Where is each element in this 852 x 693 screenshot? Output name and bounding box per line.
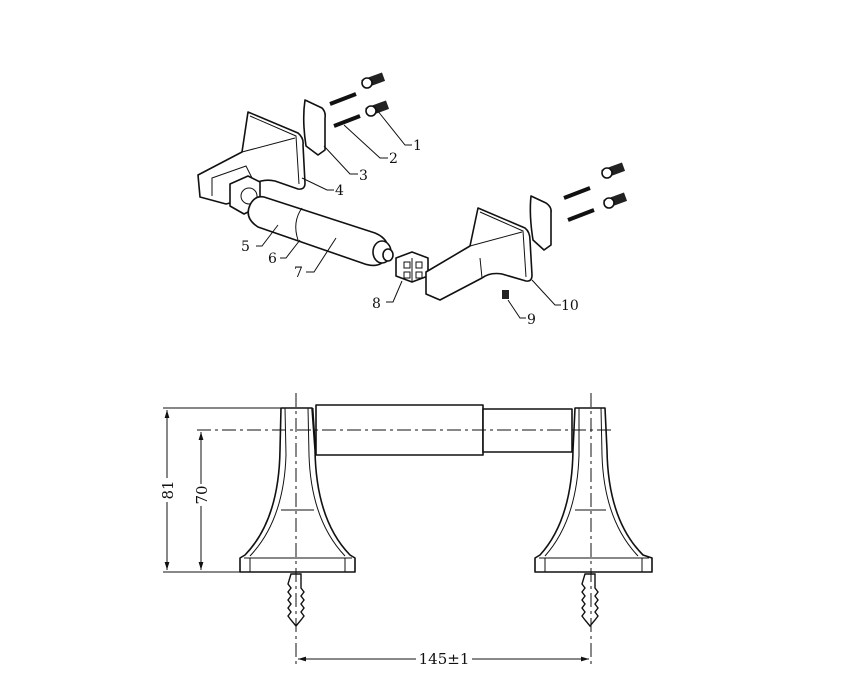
part-label-4: 4 [335, 183, 344, 199]
dimension-mount-spacing: 145±1 [419, 650, 470, 668]
set-screw [502, 290, 509, 299]
part-label-8: 8 [372, 296, 381, 312]
dimension-axis-height: 70 [193, 485, 211, 504]
part-label-10: 10 [561, 298, 579, 314]
part-label-7: 7 [294, 265, 303, 281]
left-mounting-plate [302, 99, 326, 156]
left-bracket [197, 111, 306, 215]
left-screws [329, 72, 390, 128]
part-label-5: 5 [241, 239, 250, 255]
dimension-lines [163, 407, 589, 662]
left-post [239, 407, 356, 573]
dimension-overall-height: 81 [159, 480, 177, 499]
right-screws [563, 162, 628, 222]
exploded-view: 1 2 3 4 5 6 7 8 9 10 [197, 72, 628, 328]
mounting-screws [287, 573, 599, 628]
right-mounting-plate [529, 195, 552, 251]
part-label-6: 6 [268, 251, 277, 267]
right-bracket [425, 207, 533, 301]
roller-assembly [247, 195, 394, 267]
part-label-1: 1 [413, 138, 422, 154]
part-label-9: 9 [527, 312, 536, 328]
part-labels: 1 2 3 4 5 6 7 8 9 10 [241, 138, 579, 328]
right-post [534, 407, 653, 573]
part-label-2: 2 [389, 151, 398, 167]
front-view: 81 70 145±1 [159, 393, 653, 668]
leader-lines [256, 109, 561, 319]
connector-block [395, 251, 429, 283]
part-label-3: 3 [359, 168, 368, 184]
